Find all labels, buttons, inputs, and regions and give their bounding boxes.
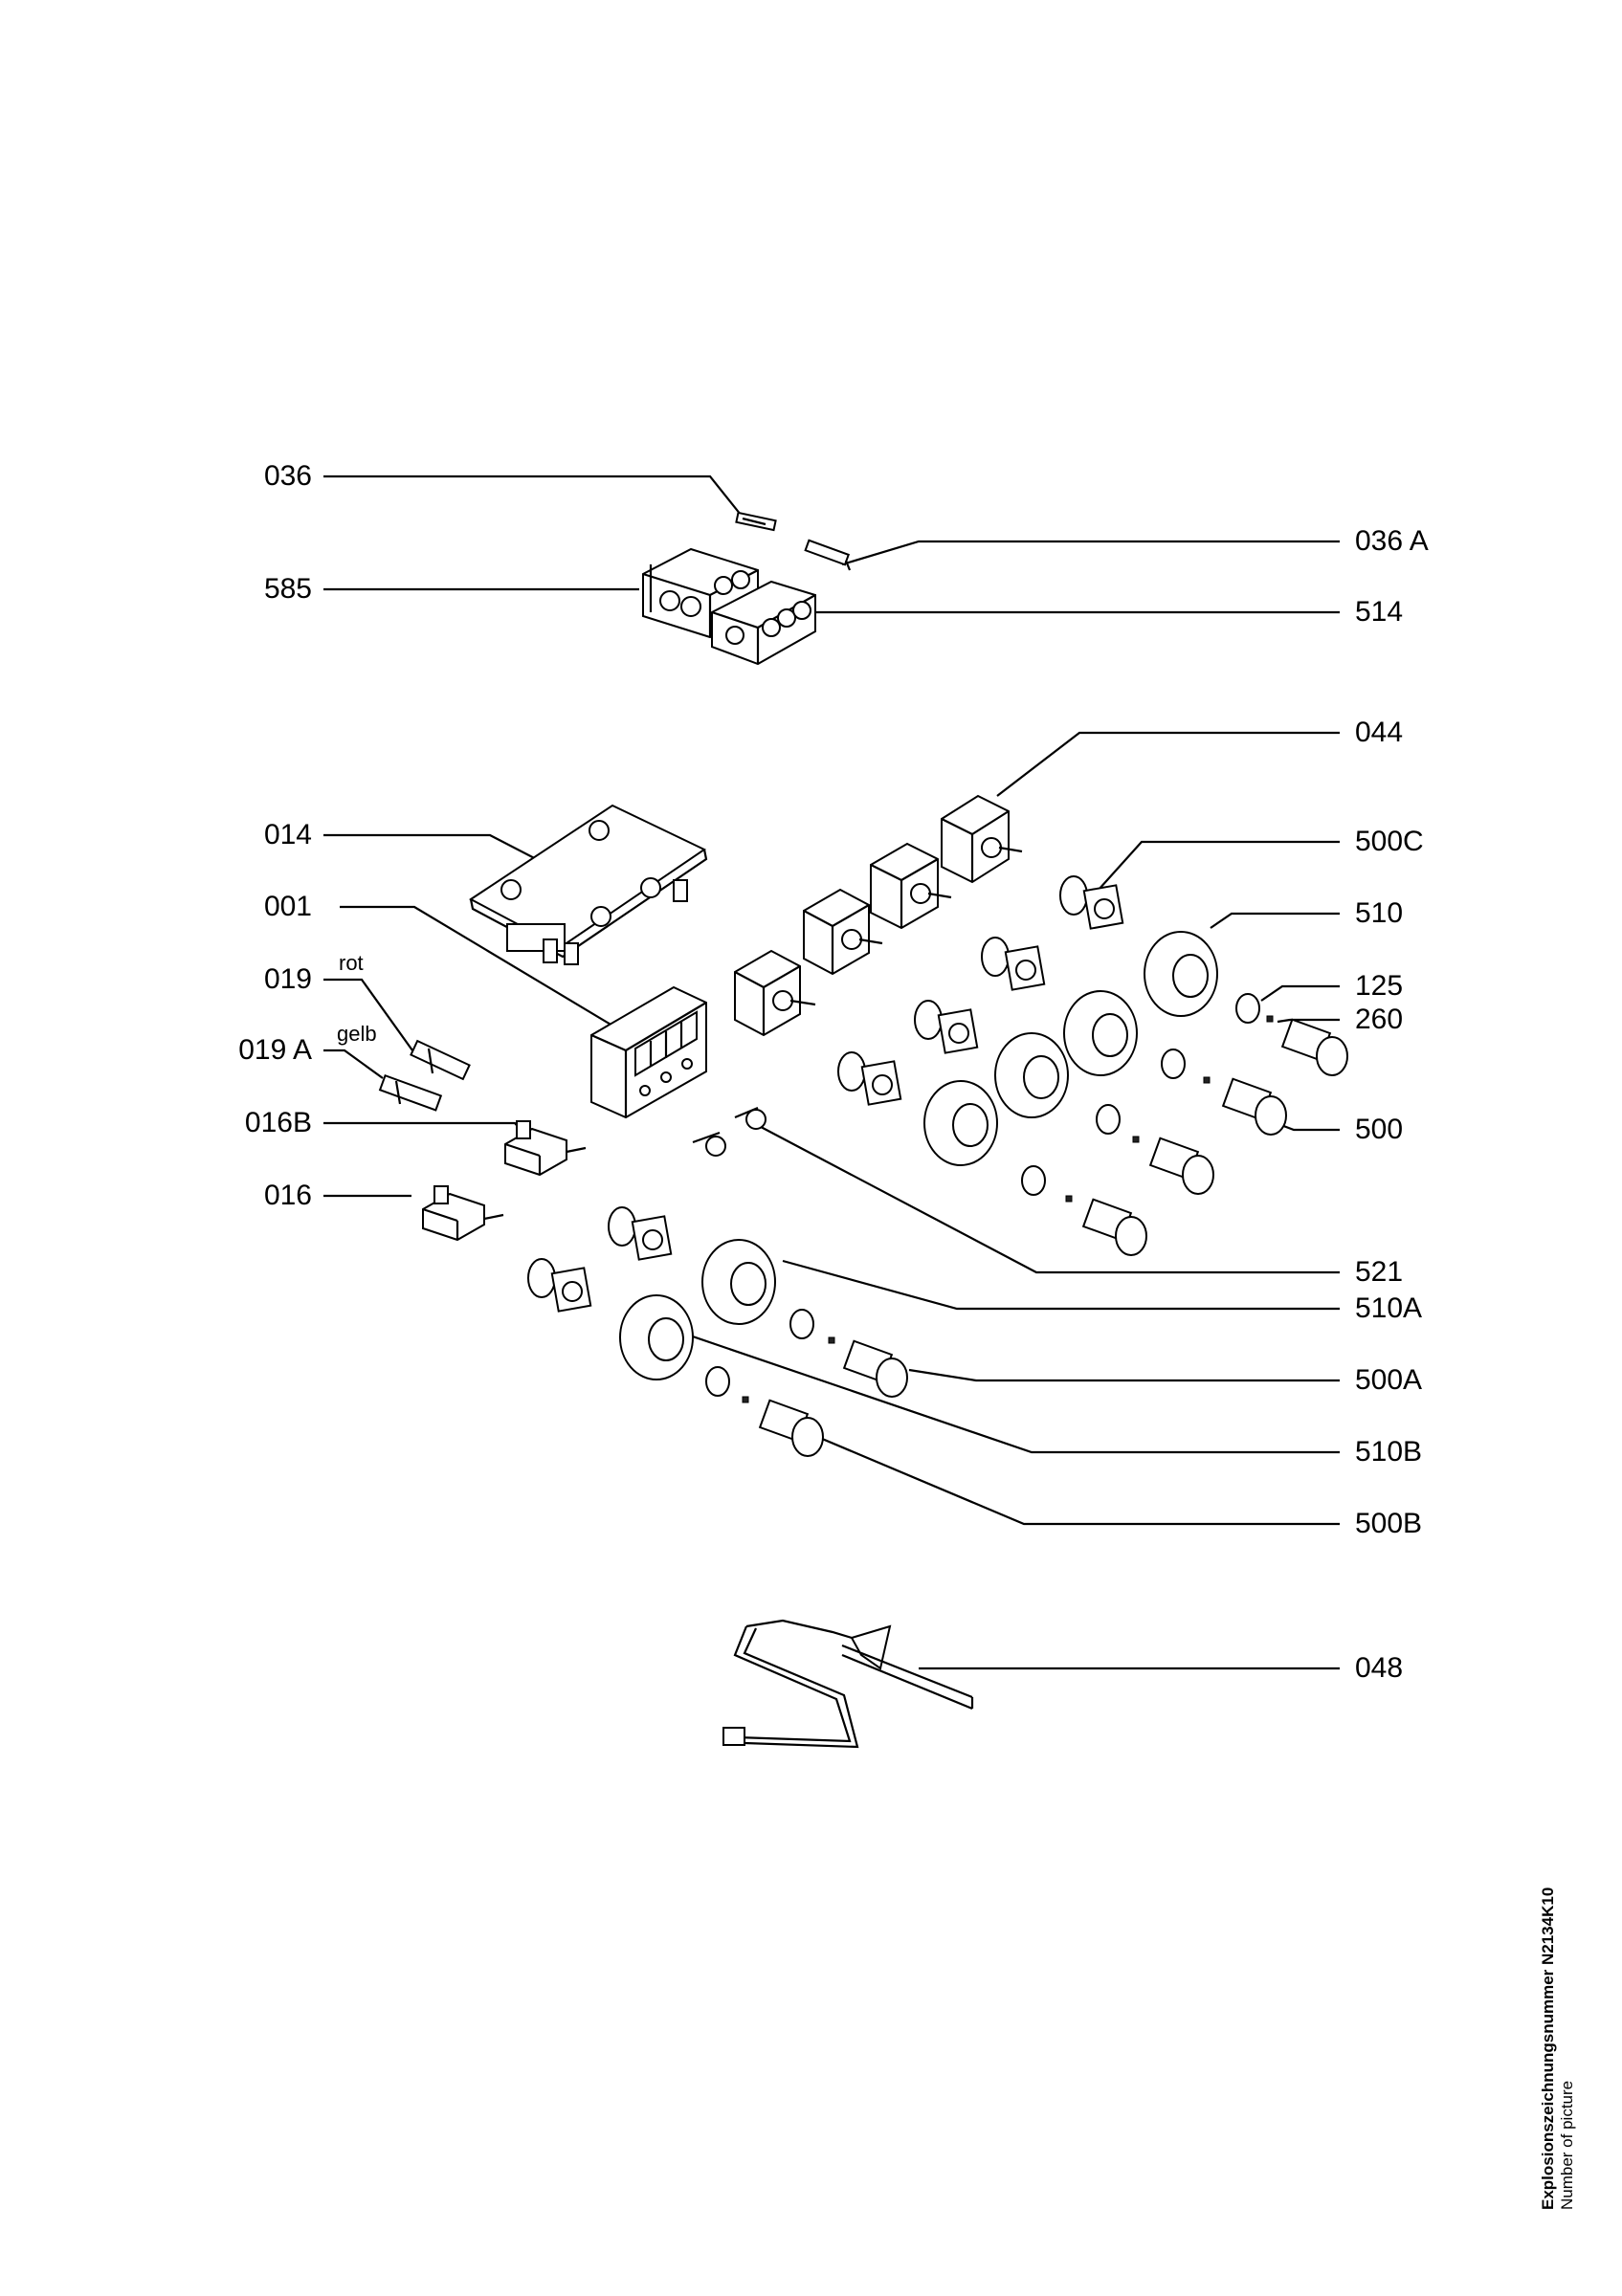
switch-bodies-500c <box>527 875 1124 1313</box>
connector-block-514 <box>711 580 816 666</box>
caption-subtitle: Number of picture <box>1558 2080 1576 2210</box>
label-014: 014 <box>263 819 312 850</box>
label-514: 514 <box>1355 596 1404 628</box>
label-019a: 019 A <box>238 1034 312 1066</box>
sensor-probe-048 <box>722 1619 974 1749</box>
label-016: 016 <box>263 1180 312 1211</box>
label-125: 125 <box>1355 970 1404 1002</box>
label-036a: 036 A <box>1355 525 1429 557</box>
label-016b: 016B <box>244 1107 312 1138</box>
label-044: 044 <box>1355 717 1404 748</box>
caption-title: Explosionszeichnungsnummer N2134K10 <box>1539 1887 1557 2210</box>
regulator-1 <box>734 949 816 1037</box>
label-521: 521 <box>1355 1256 1404 1288</box>
label-019: 019 <box>263 963 312 995</box>
switch-016b <box>504 1120 587 1177</box>
knobs-500 <box>758 1018 1348 1457</box>
label-510a: 510A <box>1355 1292 1423 1324</box>
regulator-3 <box>870 842 952 930</box>
leader-lines-left <box>323 475 745 1198</box>
label-500: 500 <box>1355 1114 1404 1145</box>
switch-016 <box>422 1185 504 1242</box>
fuse-019a <box>378 1073 443 1112</box>
regulator-2 <box>803 888 883 976</box>
regulator-4 <box>941 794 1023 884</box>
clips-260 <box>742 1015 1274 1403</box>
label-500c: 500C <box>1355 826 1424 857</box>
label-001: 001 <box>263 891 312 922</box>
wire-label-gelb: gelb <box>337 1022 377 1046</box>
picture-number-caption: Explosionszeichnungsnummer N2134K10 Numb… <box>1539 1888 1577 2210</box>
terminal-036 <box>735 511 777 532</box>
label-510: 510 <box>1355 897 1404 929</box>
seal-rings-125 <box>705 993 1260 1397</box>
leader-lines-right <box>686 540 1340 1670</box>
label-036: 036 <box>263 460 312 492</box>
label-500a: 500A <box>1355 1364 1423 1396</box>
fuse-019 <box>410 1039 471 1081</box>
indicator-lamps-521 <box>692 1106 767 1157</box>
label-510b: 510B <box>1355 1436 1423 1468</box>
wire-label-rot: rot <box>339 951 364 975</box>
label-585: 585 <box>263 573 312 605</box>
label-500b: 500B <box>1355 1508 1423 1539</box>
terminal-036a <box>804 539 852 571</box>
circuit-board-014 <box>469 804 708 965</box>
bezel-rings-510 <box>619 931 1218 1380</box>
label-048: 048 <box>1355 1652 1404 1684</box>
label-260: 260 <box>1355 1004 1404 1035</box>
energy-regulators-044 <box>734 794 1023 1037</box>
display-housing-001 <box>590 985 707 1119</box>
